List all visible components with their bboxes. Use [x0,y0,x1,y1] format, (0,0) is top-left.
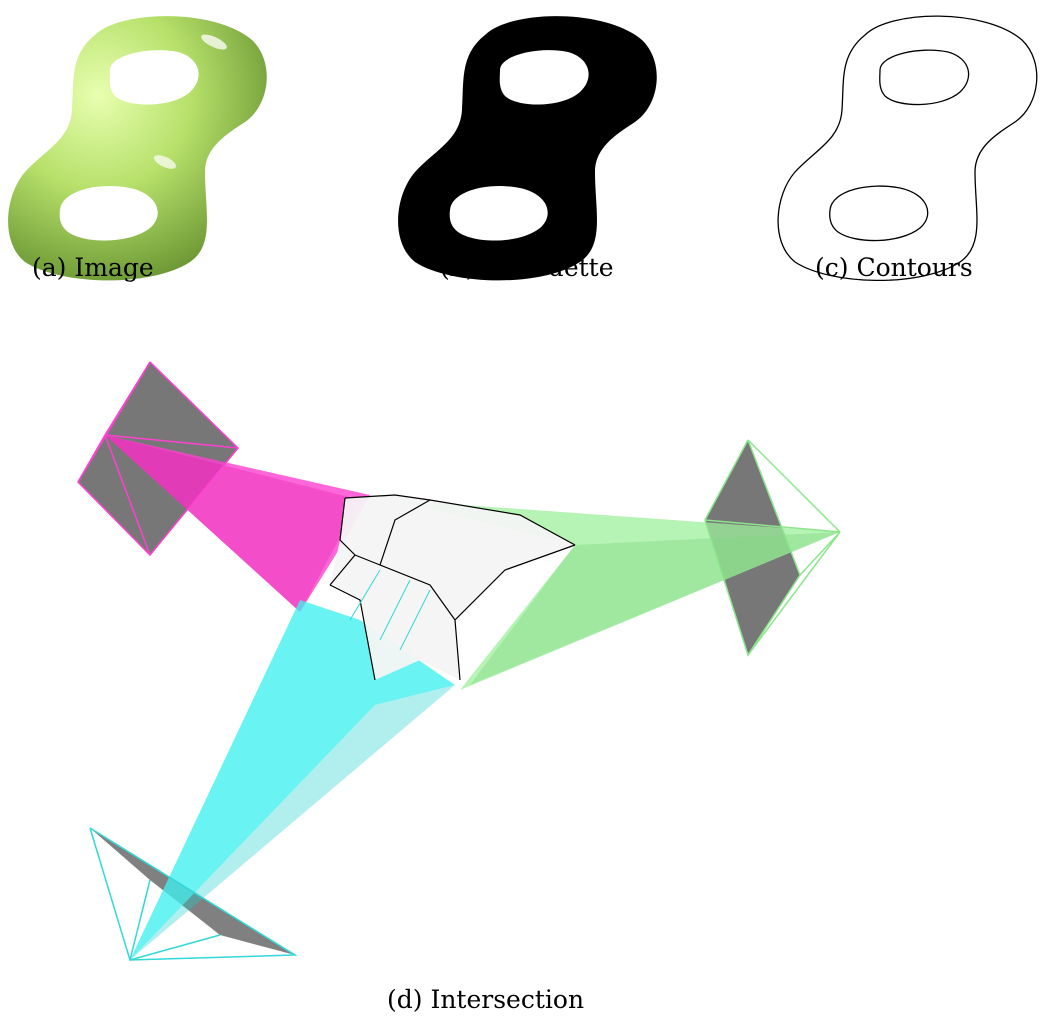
silhouette-fill [398,16,657,281]
cone-green [395,500,840,690]
caption-d: (d) Intersection [387,985,585,1014]
silhouette-shape [398,16,657,281]
intersection-region [330,495,575,680]
caption-c: (c) Contours [815,253,973,282]
intersection-edges [329,494,576,681]
lower-hole-contour [829,185,929,242]
panel-image: (a) Image [0,0,270,290]
torus-highlight [201,34,227,50]
camera-frustum-green [704,439,841,657]
double-torus-render [8,16,267,281]
cone-cyan-shade [130,685,455,960]
panel-intersection: (d) Intersection [0,350,1043,1028]
camera-frustum-magenta [77,361,240,557]
cone-cyan [130,600,455,960]
panel-silhouette: (b) Silhouette [390,0,660,290]
torus-body [8,16,267,281]
cone-green-shade [470,532,840,685]
intersection-cyan-strokes [349,569,431,651]
cone-magenta [105,435,370,612]
torus-highlight [153,155,177,169]
contour-lines [777,15,1038,282]
intersection-diagram [77,361,841,961]
camera-frustum-cyan [89,827,298,961]
caption-a: (a) Image [32,253,154,282]
outer-contour [777,15,1038,282]
cone-magenta-shade [105,435,360,612]
panel-contours: (c) Contours [770,0,1043,290]
upper-hole-contour [879,49,970,106]
caption-b: (b) Silhouette [440,253,614,282]
